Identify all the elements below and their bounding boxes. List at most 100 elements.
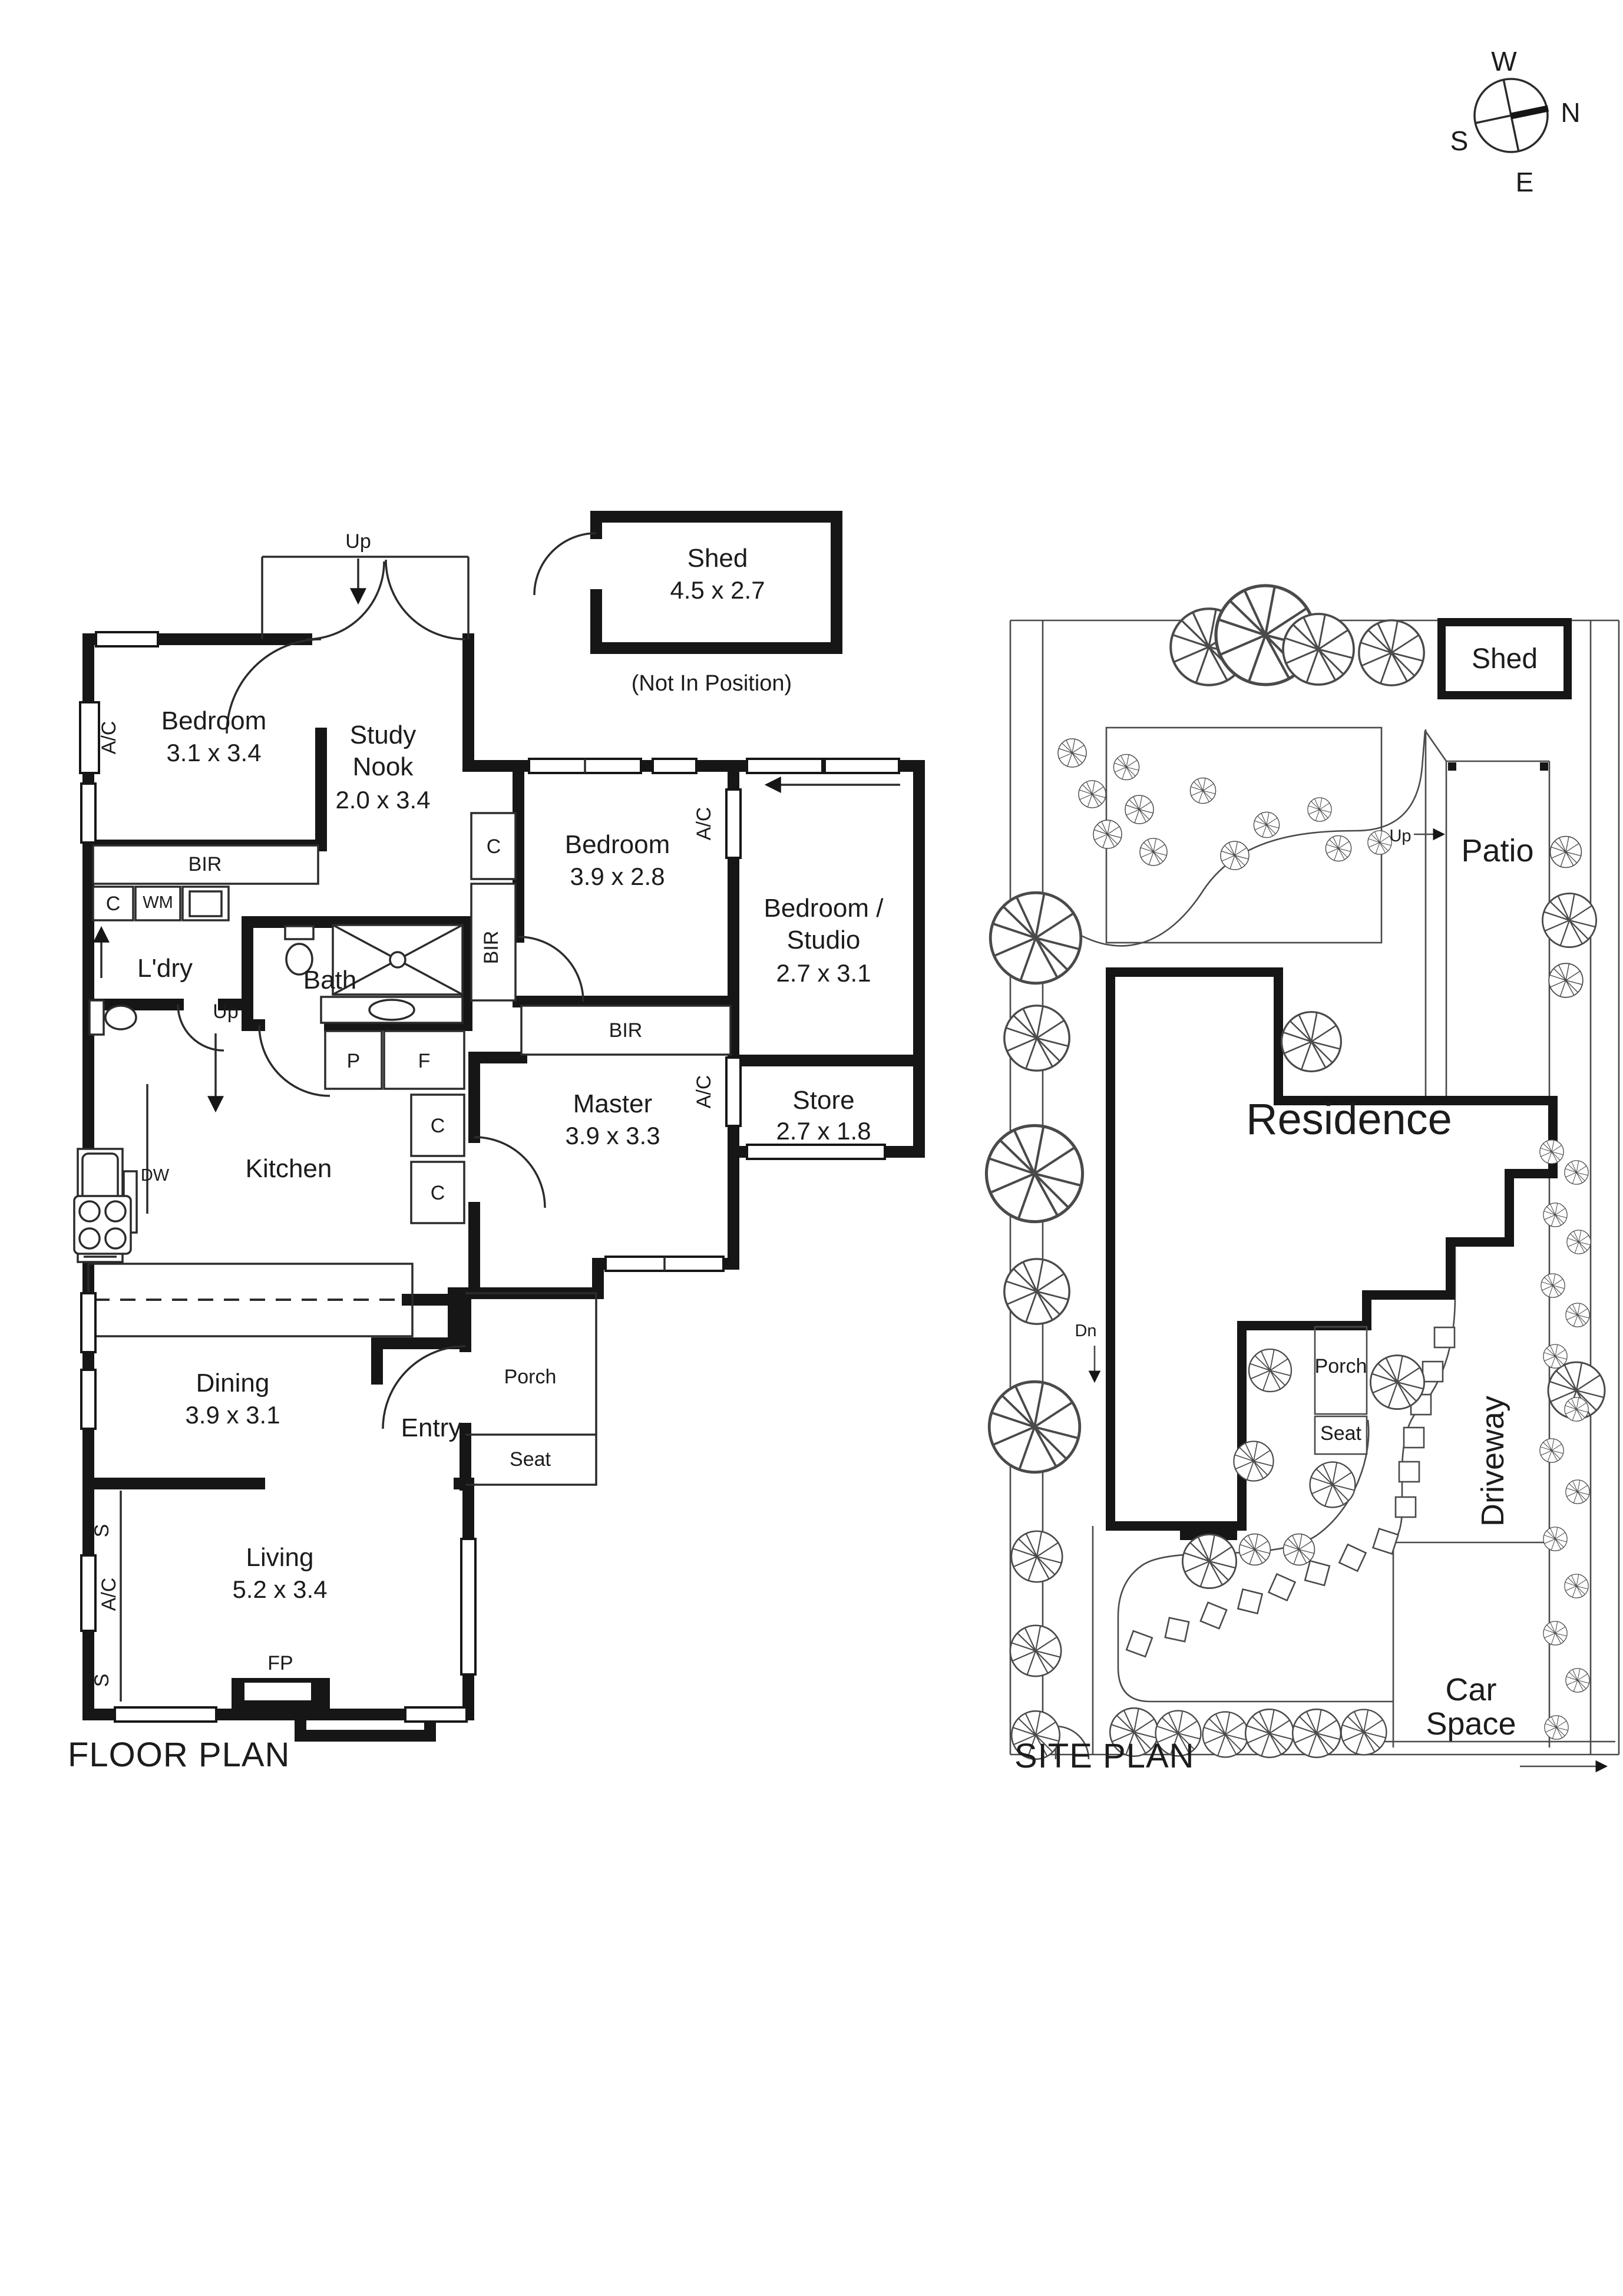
label-up-porch: Up xyxy=(345,530,371,553)
label-bedroom2-name: Bedroom xyxy=(565,830,670,859)
stove xyxy=(73,1195,132,1255)
closet-c1-kitchen xyxy=(410,1094,465,1157)
compass-south-label: S xyxy=(1450,125,1469,156)
label-ac-bedroom1: A/C xyxy=(98,721,120,755)
site-shed-outline xyxy=(1437,618,1572,699)
compass-east-label: E xyxy=(1516,167,1534,197)
rear-lawn xyxy=(1105,726,1383,944)
label-bir-vertical: BIR xyxy=(480,931,503,964)
label-c-1: C xyxy=(106,893,121,915)
closet-c2-kitchen xyxy=(410,1161,465,1224)
label-kitchen: Kitchen xyxy=(246,1154,332,1183)
garden-bed-edge xyxy=(1055,730,1447,947)
ac-unit-bedroom2 xyxy=(725,788,742,859)
ac-unit-store xyxy=(725,1056,742,1127)
label-dining-name: Dining xyxy=(196,1369,270,1398)
label-seat: Seat xyxy=(510,1448,551,1471)
site-label-up: Up xyxy=(1389,827,1411,845)
fridge-box xyxy=(383,1030,465,1090)
label-store-name: Store xyxy=(792,1086,854,1115)
floorplan-labels: Bedroom 3.1 x 3.4 Study Nook 2.0 x 3.4 S… xyxy=(91,530,884,1687)
laundry-toilet-bowl xyxy=(104,1005,137,1030)
site-label-seat: Seat xyxy=(1320,1422,1361,1445)
site-label-driveway: Driveway xyxy=(1475,1396,1510,1527)
closet-c-hall xyxy=(470,812,517,880)
label-s-1: S xyxy=(91,1524,113,1538)
bath-basin xyxy=(368,999,415,1021)
compass-needle-north xyxy=(1510,105,1549,120)
site-label-residence: Residence xyxy=(1246,1095,1452,1144)
label-bir-2: BIR xyxy=(609,1019,643,1042)
label-studio-dims: 2.7 x 3.1 xyxy=(776,959,871,987)
bir-hall xyxy=(470,883,517,1002)
label-porch: Porch xyxy=(504,1366,557,1388)
label-bir-1: BIR xyxy=(189,853,222,876)
label-ac-living: A/C xyxy=(98,1578,120,1611)
label-bedroom2-dims: 3.9 x 2.8 xyxy=(570,863,665,890)
label-laundry: L'dry xyxy=(137,954,193,983)
bir-master xyxy=(520,1005,732,1056)
site-label-porch: Porch xyxy=(1315,1355,1367,1377)
label-entry: Entry xyxy=(401,1413,462,1442)
floor-plan-title: FLOOR PLAN xyxy=(68,1736,290,1774)
label-bath: Bath xyxy=(303,966,357,995)
label-living-name: Living xyxy=(246,1543,314,1572)
shower xyxy=(332,924,464,996)
label-c-3: C xyxy=(431,1115,445,1137)
site-label-space: Space xyxy=(1426,1706,1516,1742)
site-porch-seat xyxy=(1314,1326,1368,1455)
closet-c-laundry xyxy=(92,886,134,921)
label-f: F xyxy=(418,1050,431,1072)
label-p: P xyxy=(347,1050,361,1072)
label-wm: WM xyxy=(143,893,173,912)
label-bedroom1-dims: 3.1 x 3.4 xyxy=(166,739,261,767)
label-living-dims: 5.2 x 3.4 xyxy=(232,1575,327,1603)
ac-unit-living xyxy=(80,1554,97,1632)
washing-machine-box xyxy=(134,886,181,921)
floorplan-thin-structures xyxy=(87,556,597,1702)
car-space-outline xyxy=(1392,1541,1549,1747)
compass-west-label: W xyxy=(1491,46,1517,77)
fixtures xyxy=(73,924,464,1718)
label-studynook-1: Study xyxy=(350,721,417,749)
label-dw: DW xyxy=(141,1166,170,1185)
label-ac-store: A/C xyxy=(693,1075,715,1109)
label-master-name: Master xyxy=(573,1089,652,1118)
label-bedroom1-name: Bedroom xyxy=(161,706,267,735)
compass-circle xyxy=(1473,78,1549,153)
label-studynook-dims: 2.0 x 3.4 xyxy=(335,786,430,814)
label-shed-note: (Not In Position) xyxy=(632,671,792,696)
site-label-patio: Patio xyxy=(1461,833,1533,868)
label-dining-dims: 3.9 x 3.1 xyxy=(185,1401,280,1429)
bath-toilet-tank xyxy=(284,925,315,940)
site-label-shed: Shed xyxy=(1472,643,1538,675)
label-shed-dims: 4.5 x 2.7 xyxy=(670,576,765,604)
site-plan: Shed Patio Residence Porch Seat Driveway… xyxy=(986,586,1620,1775)
label-studynook-2: Nook xyxy=(353,752,414,781)
laundry-toilet-tank xyxy=(88,999,105,1036)
label-shed-name: Shed xyxy=(687,544,748,573)
floorplan-windows xyxy=(80,631,900,1723)
site-labels: Shed Patio Residence Porch Seat Driveway… xyxy=(1075,643,1538,1742)
ac-unit-bedroom1 xyxy=(79,701,100,774)
site-label-dn: Dn xyxy=(1075,1322,1096,1340)
floorplan-arrows xyxy=(93,559,900,1113)
bir-bedroom1 xyxy=(92,844,319,885)
bath-toilet-bowl xyxy=(285,943,313,976)
site-label-car: Car xyxy=(1445,1672,1496,1707)
label-c-4: C xyxy=(431,1182,445,1204)
shed-walls xyxy=(590,511,842,654)
site-plan-title: SITE PLAN xyxy=(1014,1737,1195,1775)
pantry-box xyxy=(324,1030,383,1090)
label-s-2: S xyxy=(91,1674,113,1687)
label-store-dims: 2.7 x 1.8 xyxy=(776,1117,871,1145)
label-studio-1: Bedroom / xyxy=(764,894,884,923)
site-arrows xyxy=(1088,828,1608,1773)
floor-plan: Bedroom 3.1 x 3.4 Study Nook 2.0 x 3.4 S… xyxy=(68,511,925,1774)
label-up-kitchen: Up xyxy=(213,1000,238,1023)
label-ac-bedroom2: A/C xyxy=(693,807,715,841)
ac-units xyxy=(79,701,742,1632)
fireplace xyxy=(232,1678,330,1718)
compass-north-label: N xyxy=(1561,97,1580,128)
